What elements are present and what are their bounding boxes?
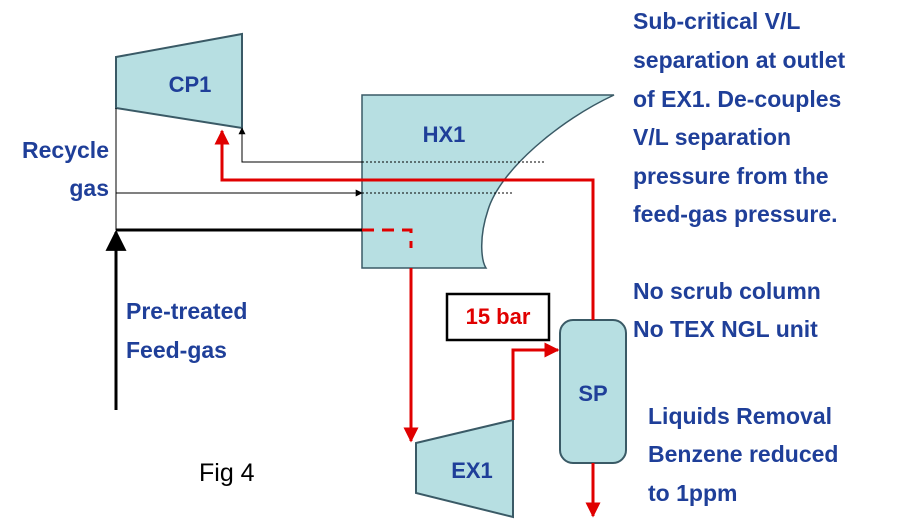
separation-note-line: of EX1. De-couples	[633, 86, 841, 112]
cold-stream-through-hx1	[362, 228, 413, 248]
separation-note-line: Sub-critical V/L	[633, 8, 800, 34]
hx1-label: HX1	[423, 122, 466, 147]
removed-units-note: No scrub column No TEX NGL unit	[633, 278, 821, 342]
separation-note-line: V/L separation	[633, 124, 791, 150]
hx1-to-cp1-red-stream	[214, 129, 362, 182]
feed-gas-label-line1: Pre-treated	[126, 298, 247, 324]
hx1-to-cp1-stream	[238, 127, 362, 163]
separation-note-line: separation at outlet	[633, 47, 845, 73]
sp-label: SP	[578, 381, 607, 406]
separation-note-line: feed-gas pressure.	[633, 201, 838, 227]
recycle-gas-label-line2: gas	[69, 175, 109, 201]
recycle-gas-label-line1: Recycle	[22, 137, 109, 163]
removed-units-line: No scrub column	[633, 278, 821, 304]
sp-vapour-to-hx1-stream	[362, 178, 595, 320]
cp1-label: CP1	[169, 72, 212, 97]
ex1-to-sp-stream	[511, 342, 560, 420]
removed-units-line: No TEX NGL unit	[633, 316, 818, 342]
feed-gas-label-line2: Feed-gas	[126, 337, 227, 363]
ex1-label: EX1	[451, 458, 493, 483]
separation-note-line: pressure from the	[633, 163, 829, 189]
liquids-note-line: Benzene reduced	[648, 441, 838, 467]
pressure-label: 15 bar	[466, 304, 531, 329]
expander-ex1	[415, 418, 514, 519]
liquids-note-line: to 1ppm	[648, 480, 737, 506]
figure-caption: Fig 4	[199, 459, 255, 487]
liquids-note-line: Liquids Removal	[648, 403, 832, 429]
pressure-box	[445, 292, 551, 342]
separation-note: Sub-critical V/L separation at outlet of…	[633, 8, 845, 227]
liquids-note: Liquids Removal Benzene reduced to 1ppm	[648, 403, 838, 506]
